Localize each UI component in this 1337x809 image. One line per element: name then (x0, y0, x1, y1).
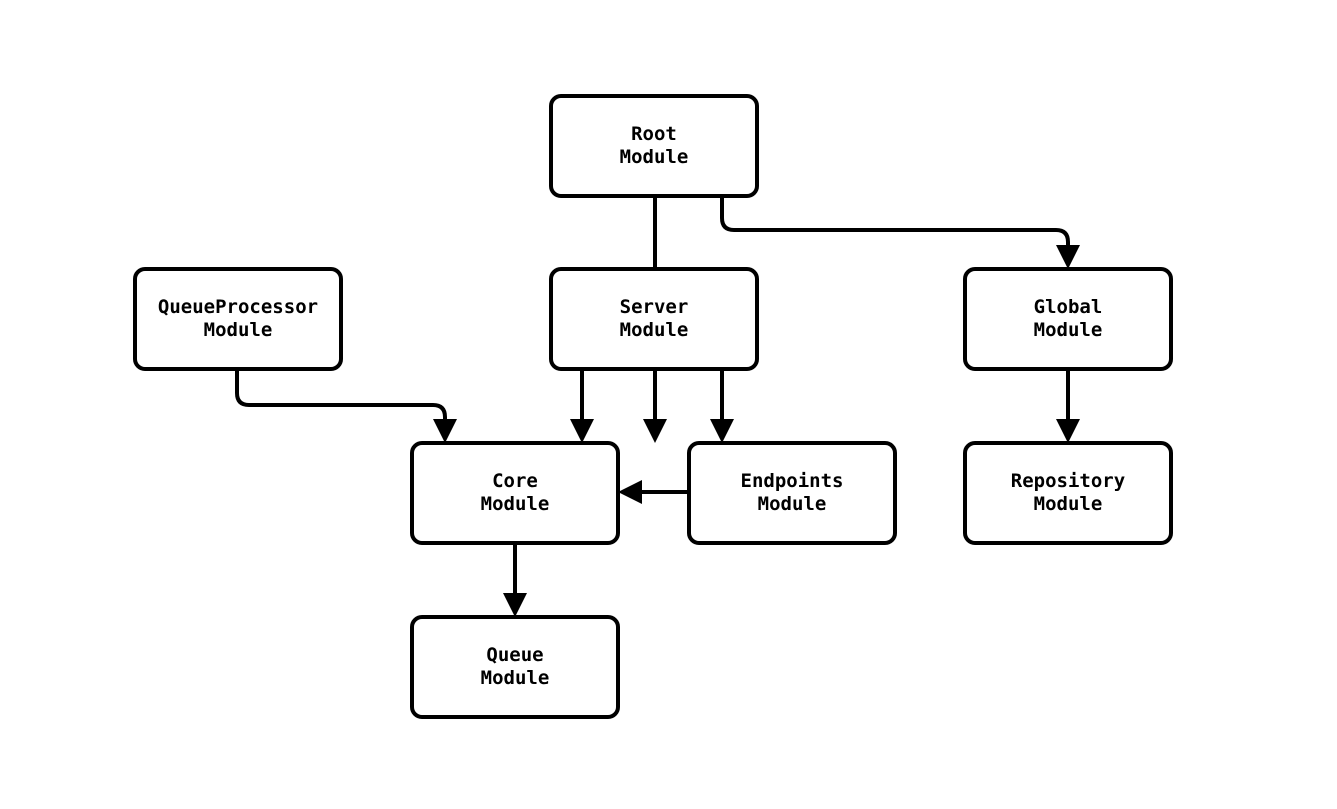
edge-endpoints-to-core (618, 480, 687, 504)
node-endpoints-module[interactable]: Endpoints Module (687, 441, 897, 545)
node-endpoints-module-label-line2: Module (757, 493, 827, 515)
edge-root-to-global (720, 198, 1080, 269)
node-queue-module-label-line2: Module (480, 667, 550, 689)
node-repository-module-label-line1: Repository (1010, 470, 1126, 492)
node-core-module[interactable]: Core Module (410, 441, 620, 545)
node-server-module[interactable]: Server Module (549, 267, 759, 371)
node-queueprocessor-module[interactable]: QueueProcessor Module (133, 267, 343, 371)
node-root-module-label-line1: Root (631, 123, 677, 145)
node-queue-module[interactable]: Queue Module (410, 615, 620, 719)
node-queueprocessor-module-label-line1: QueueProcessor (157, 296, 319, 318)
node-repository-module-label-line2: Module (1033, 493, 1103, 515)
node-server-module-label-line1: Server (619, 296, 689, 318)
edge-server-to-core (570, 371, 594, 443)
node-root-module[interactable]: Root Module (549, 94, 759, 198)
node-server-module-label-line2: Module (619, 319, 689, 341)
edge-server-to-endpoints (710, 371, 734, 443)
edge-core-to-queue (503, 545, 527, 617)
node-core-module-label-line2: Module (480, 493, 550, 515)
node-endpoints-module-label-line1: Endpoints (740, 470, 844, 492)
node-global-module[interactable]: Global Module (963, 267, 1173, 371)
edge-global-to-repository (1056, 371, 1080, 443)
edge-queueprocessor-to-core (235, 371, 457, 443)
node-repository-module[interactable]: Repository Module (963, 441, 1173, 545)
node-core-module-label-line1: Core (492, 470, 538, 492)
node-global-module-label-line2: Module (1033, 319, 1103, 341)
node-queueprocessor-module-label-line2: Module (203, 319, 273, 341)
node-queue-module-label-line1: Queue (486, 644, 544, 666)
node-root-module-label-line2: Module (619, 146, 689, 168)
node-global-module-label-line1: Global (1033, 296, 1103, 318)
